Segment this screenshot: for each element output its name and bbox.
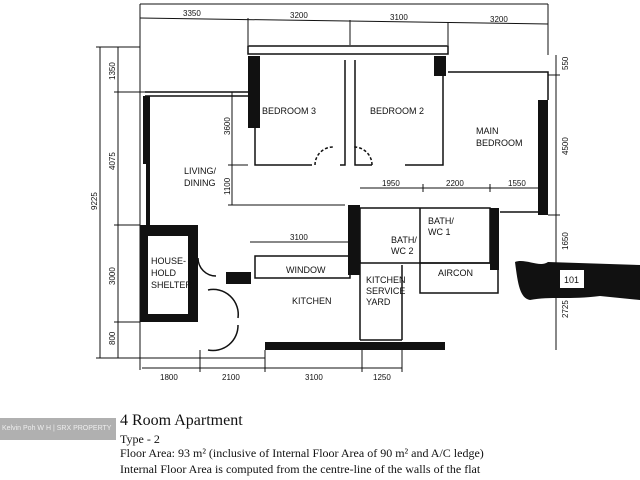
dim-inner-3600: 3600	[223, 117, 232, 135]
dim-bottom-2: 2100	[222, 373, 240, 382]
room-label-bath-1b: WC 1	[428, 227, 451, 237]
room-label-yard-1: KITCHEN	[366, 275, 406, 285]
room-label-bedroom-2: BEDROOM 2	[370, 106, 424, 116]
room-label-aircon: AIRCON	[438, 268, 473, 278]
dim-left-3: 3000	[108, 267, 117, 285]
solid-walls	[140, 56, 640, 350]
plan-title: 4 Room Apartment	[120, 412, 243, 429]
floor-area: Floor Area: 93 m² (inclusive of Internal…	[120, 446, 484, 460]
room-label-shelter-1: HOUSE-	[151, 256, 186, 266]
room-label-yard-3: YARD	[366, 297, 391, 307]
unit-number: 101	[564, 275, 579, 285]
room-label-main-bedroom-2: BEDROOM	[476, 138, 523, 148]
dim-top-2: 3200	[290, 11, 308, 20]
dim-bottom-3: 3100	[305, 373, 323, 382]
dim-right-2: 4500	[561, 137, 570, 155]
room-label-bath-1: BATH/	[428, 216, 454, 226]
dim-kitchen-width: 3100	[290, 233, 308, 242]
plan-type: Type - 2	[120, 432, 160, 446]
dim-bath-3: 1550	[508, 179, 526, 188]
dim-bath-1: 1950	[382, 179, 400, 188]
area-note: Internal Floor Area is computed from the…	[120, 462, 481, 476]
dim-bath-2: 2200	[446, 179, 464, 188]
room-label-main-bedroom: MAIN	[476, 126, 499, 136]
dim-right-1: 550	[561, 56, 570, 70]
room-label-bath-2b: WC 2	[391, 246, 414, 256]
dim-right-4: 2725	[561, 300, 570, 318]
dim-top-3: 3100	[390, 13, 408, 22]
room-label-shelter-2: HOLD	[151, 268, 177, 278]
room-label-dining: DINING	[184, 178, 216, 188]
dim-inner-1100: 1100	[223, 177, 232, 195]
room-label-shelter-3: SHELTER	[151, 280, 192, 290]
room-label-yard-2: SERVICE	[366, 286, 405, 296]
dim-left-1: 1350	[108, 62, 117, 80]
dim-left-total: 9225	[90, 192, 99, 210]
dim-right-3: 1650	[561, 232, 570, 250]
dim-left-2: 4075	[108, 152, 117, 170]
dim-bottom-1: 1800	[160, 373, 178, 382]
room-label-kitchen: KITCHEN	[292, 296, 332, 306]
watermark: Kelvin Poh W H | SRX PROPERTY	[0, 418, 116, 440]
thin-walls	[145, 45, 549, 352]
dim-left-4: 800	[108, 331, 117, 345]
room-label-bath-2: BATH/	[391, 235, 417, 245]
dim-top-1: 3350	[183, 9, 201, 18]
room-label-window: WINDOW	[286, 265, 326, 275]
room-label-living: LIVING/	[184, 166, 217, 176]
dim-bottom-4: 1250	[373, 373, 391, 382]
dim-top-4: 3200	[490, 15, 508, 24]
room-label-bedroom-3: BEDROOM 3	[262, 106, 316, 116]
